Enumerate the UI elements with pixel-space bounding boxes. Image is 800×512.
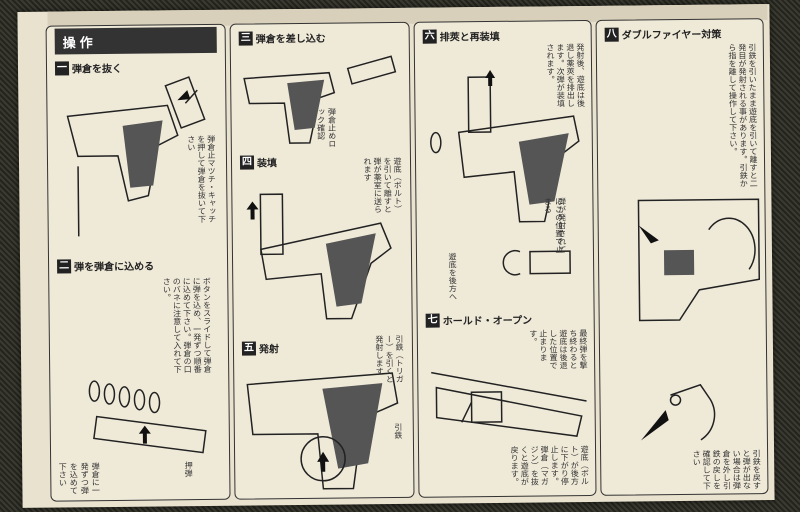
step-6-caption-3: 遊底を後方へ [447,252,458,301]
step-7-number: 七 [425,313,440,328]
trigger-fire-illustration [246,372,399,490]
step-2-caption-push: 押弾 [184,461,194,478]
step-8-text: 引鉄を引いたまま遊底を引いて離すと二発目が発射される事があります。引鉄から指を離… [727,43,759,188]
step-5-number: 五 [241,340,257,356]
step-8-title: ダブルファイヤー対策 [621,29,722,42]
magazine-insert-illustration [243,55,397,144]
step-3-caption: 弾倉止めロック確認 [316,107,337,148]
step-2-caption: 弾倉に一発ずつ弾を込めて下さい [58,462,101,495]
step-7-label: 七 ホールド・オープン [425,312,533,328]
step-1-number: 一 [54,60,70,76]
step-2-title: 弾を弾倉に込める [74,261,155,274]
step-6-number: 六 [422,29,437,44]
step-8-caption: 引鉄を戻すと弾が出ない場合は弾倉を外し引鉄の戻しを確認して下さい [692,449,762,490]
step-1-text: 弾倉止マツチ・キャッチを押して弾倉を抜いて下さい [186,134,217,224]
step-8-label: 八 ダブルファイヤー対策 [604,26,722,42]
step-1-title: 弾倉を抜く [71,63,123,76]
step-5-caption-trigger: 引鉄 [393,422,403,440]
step-2-text: ボタンをスライドして弾倉に弾を込め、一発ずつ順番に込めて下さい。弾倉の口のバネに… [162,276,213,374]
sear-detail-illustration [637,198,761,322]
section-title: 操作 [54,26,217,55]
trigger-part-illustration [640,383,716,441]
step-5-label: 五 発射 [241,340,280,356]
step-3-title: 弾倉を差し込む [255,33,326,46]
step-4-title: 装填 [256,158,278,170]
step-6-label: 六 排莢と再装填 [422,28,500,44]
magazine-loading-illustration [88,380,207,454]
step-8-number: 八 [604,27,619,42]
step-3-number: 三 [238,30,253,46]
slide-pull-illustration [246,193,392,320]
step-3-label: 三 弾倉を差し込む [238,30,326,46]
step-2-number: 二 [57,258,72,274]
step-4-label: 四 装填 [239,154,278,170]
panel-column-1: 操作 一 弾倉を抜く 弾倉止マツチ・キャッチを押して弾倉を抜いて下さい 二 弾を… [45,23,231,502]
ejection-illustration [430,70,580,276]
step-4-number: 四 [239,154,255,170]
step-5-title: 発射 [258,344,280,356]
hold-open-illustration [431,371,587,437]
panel-column-2: 三 弾倉を差し込む 弾倉止めロック確認 四 装填 遊底（ボルト）を引いて離すと弾… [229,21,415,500]
step-6-caption-2: にこの位置で止まる [543,197,564,254]
panel-column-4: 八 ダブルファイヤー対策 引鉄を引いたまま遊底を引いて離すと二発目が発射される事… [595,18,769,496]
step-6-title: 排莢と再装填 [439,31,500,44]
manual-page: 操作 一 弾倉を抜く 弾倉止マツチ・キャッチを押して弾倉を抜いて下さい 二 弾を… [17,4,775,508]
step-7-title: ホールド・オープン [442,315,533,328]
step-2-label: 二 弾を弾倉に込める [57,258,154,274]
step-1-label: 一 弾倉を抜く [54,60,123,76]
step-7-caption: 遊底（ボルト）が後方に下がり停止します。弾倉（マガジン）を抜くと遊底が戻ります。 [509,444,590,486]
pistol-magazine-removal-illustration [66,76,206,237]
panel-column-3: 六 排莢と再装填 発射後、遊底は後退し薬莢を排出します。次弾が装填されます。 弾… [413,19,597,498]
